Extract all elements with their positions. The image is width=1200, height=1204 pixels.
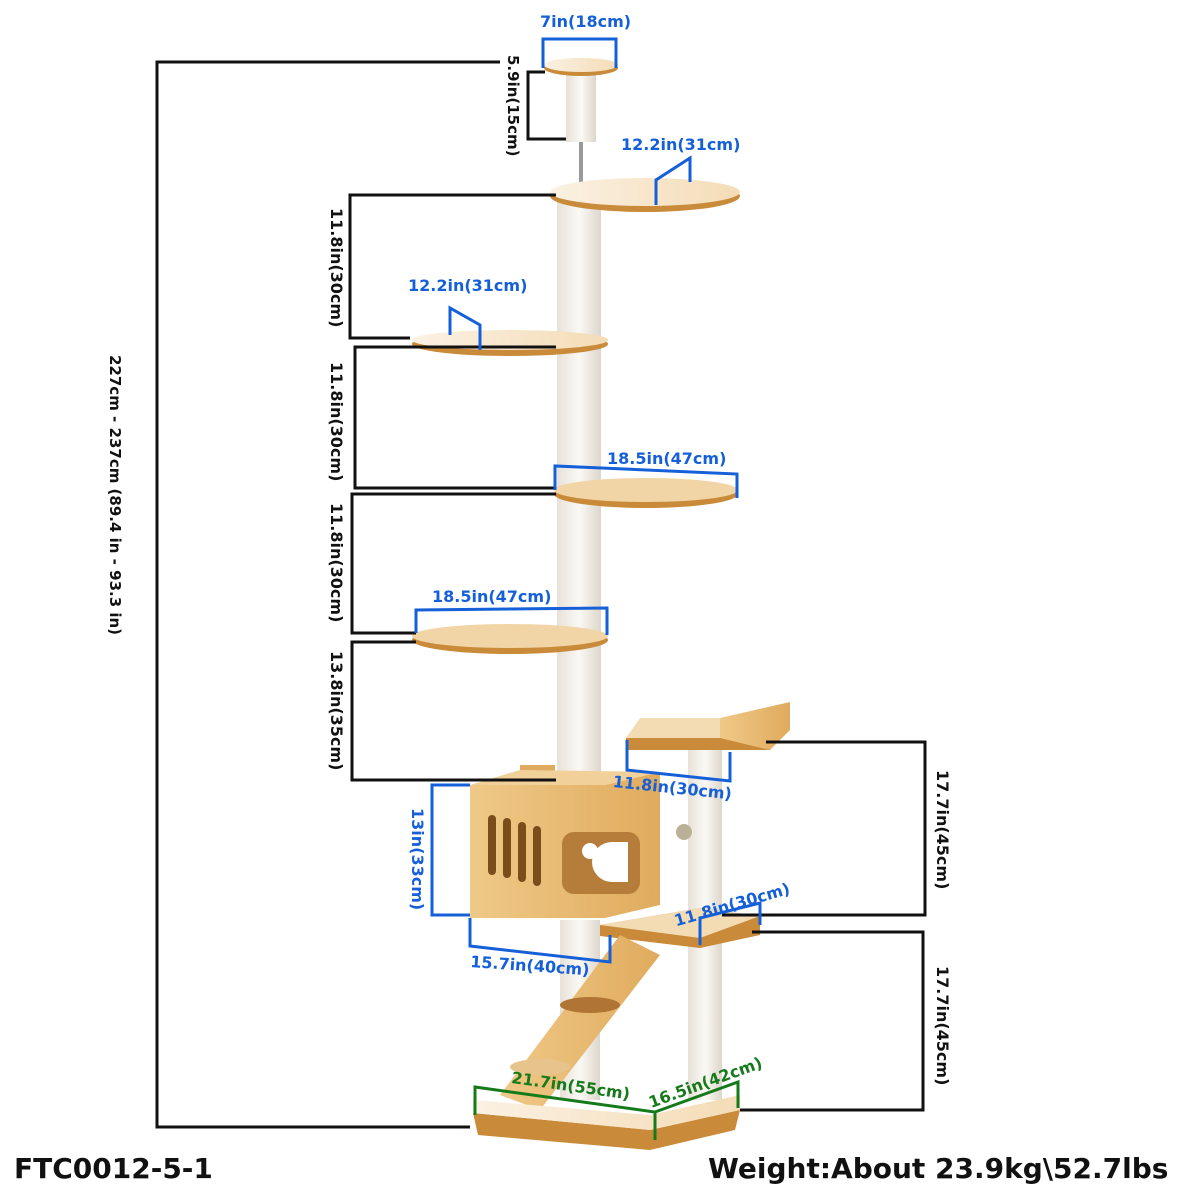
- dimension-lines-green: [473, 1079, 740, 1140]
- top-post-height-label: 5.9in(15cm): [504, 55, 522, 157]
- gap-4-label: 13.8in(35cm): [327, 651, 346, 771]
- side-platform: [600, 908, 760, 948]
- platform-2: [412, 330, 608, 356]
- side-lower-height-label: 17.7in(45cm): [933, 966, 952, 1086]
- side-upper-height-label: 17.7in(45cm): [933, 770, 952, 890]
- top-perch-diameter-label: 7in(18cm): [540, 12, 632, 31]
- top-perch: [544, 58, 618, 189]
- platform-2-width-label: 12.2in(31cm): [408, 276, 528, 295]
- platform-3-width-label: 18.5in(47cm): [607, 449, 727, 468]
- ladder: [500, 935, 660, 1110]
- gap-3-label: 11.8in(30cm): [327, 503, 346, 623]
- base: [473, 1095, 740, 1150]
- overall-height-label: 227cm - 237cm (89.4 in - 93.3 in): [106, 355, 124, 636]
- dimension-lines-blue: [414, 37, 762, 964]
- platform-1: [550, 178, 740, 212]
- model-code: FTC0012-5-1: [14, 1152, 213, 1185]
- platform-3: [554, 478, 738, 508]
- platform-4-width-label: 18.5in(47cm): [432, 587, 552, 606]
- top-basket: [626, 702, 790, 750]
- gap-2-label: 11.8in(30cm): [327, 362, 346, 482]
- platform-1-width-label: 12.2in(31cm): [621, 135, 741, 154]
- condo-height-label: 13in(33cm): [408, 808, 427, 911]
- weight-label: Weight:About 23.9kg\52.7lbs: [708, 1152, 1169, 1185]
- platform-4: [412, 624, 608, 654]
- gap-1-label: 11.8in(30cm): [327, 208, 346, 328]
- dimension-lines-black: [155, 60, 927, 1129]
